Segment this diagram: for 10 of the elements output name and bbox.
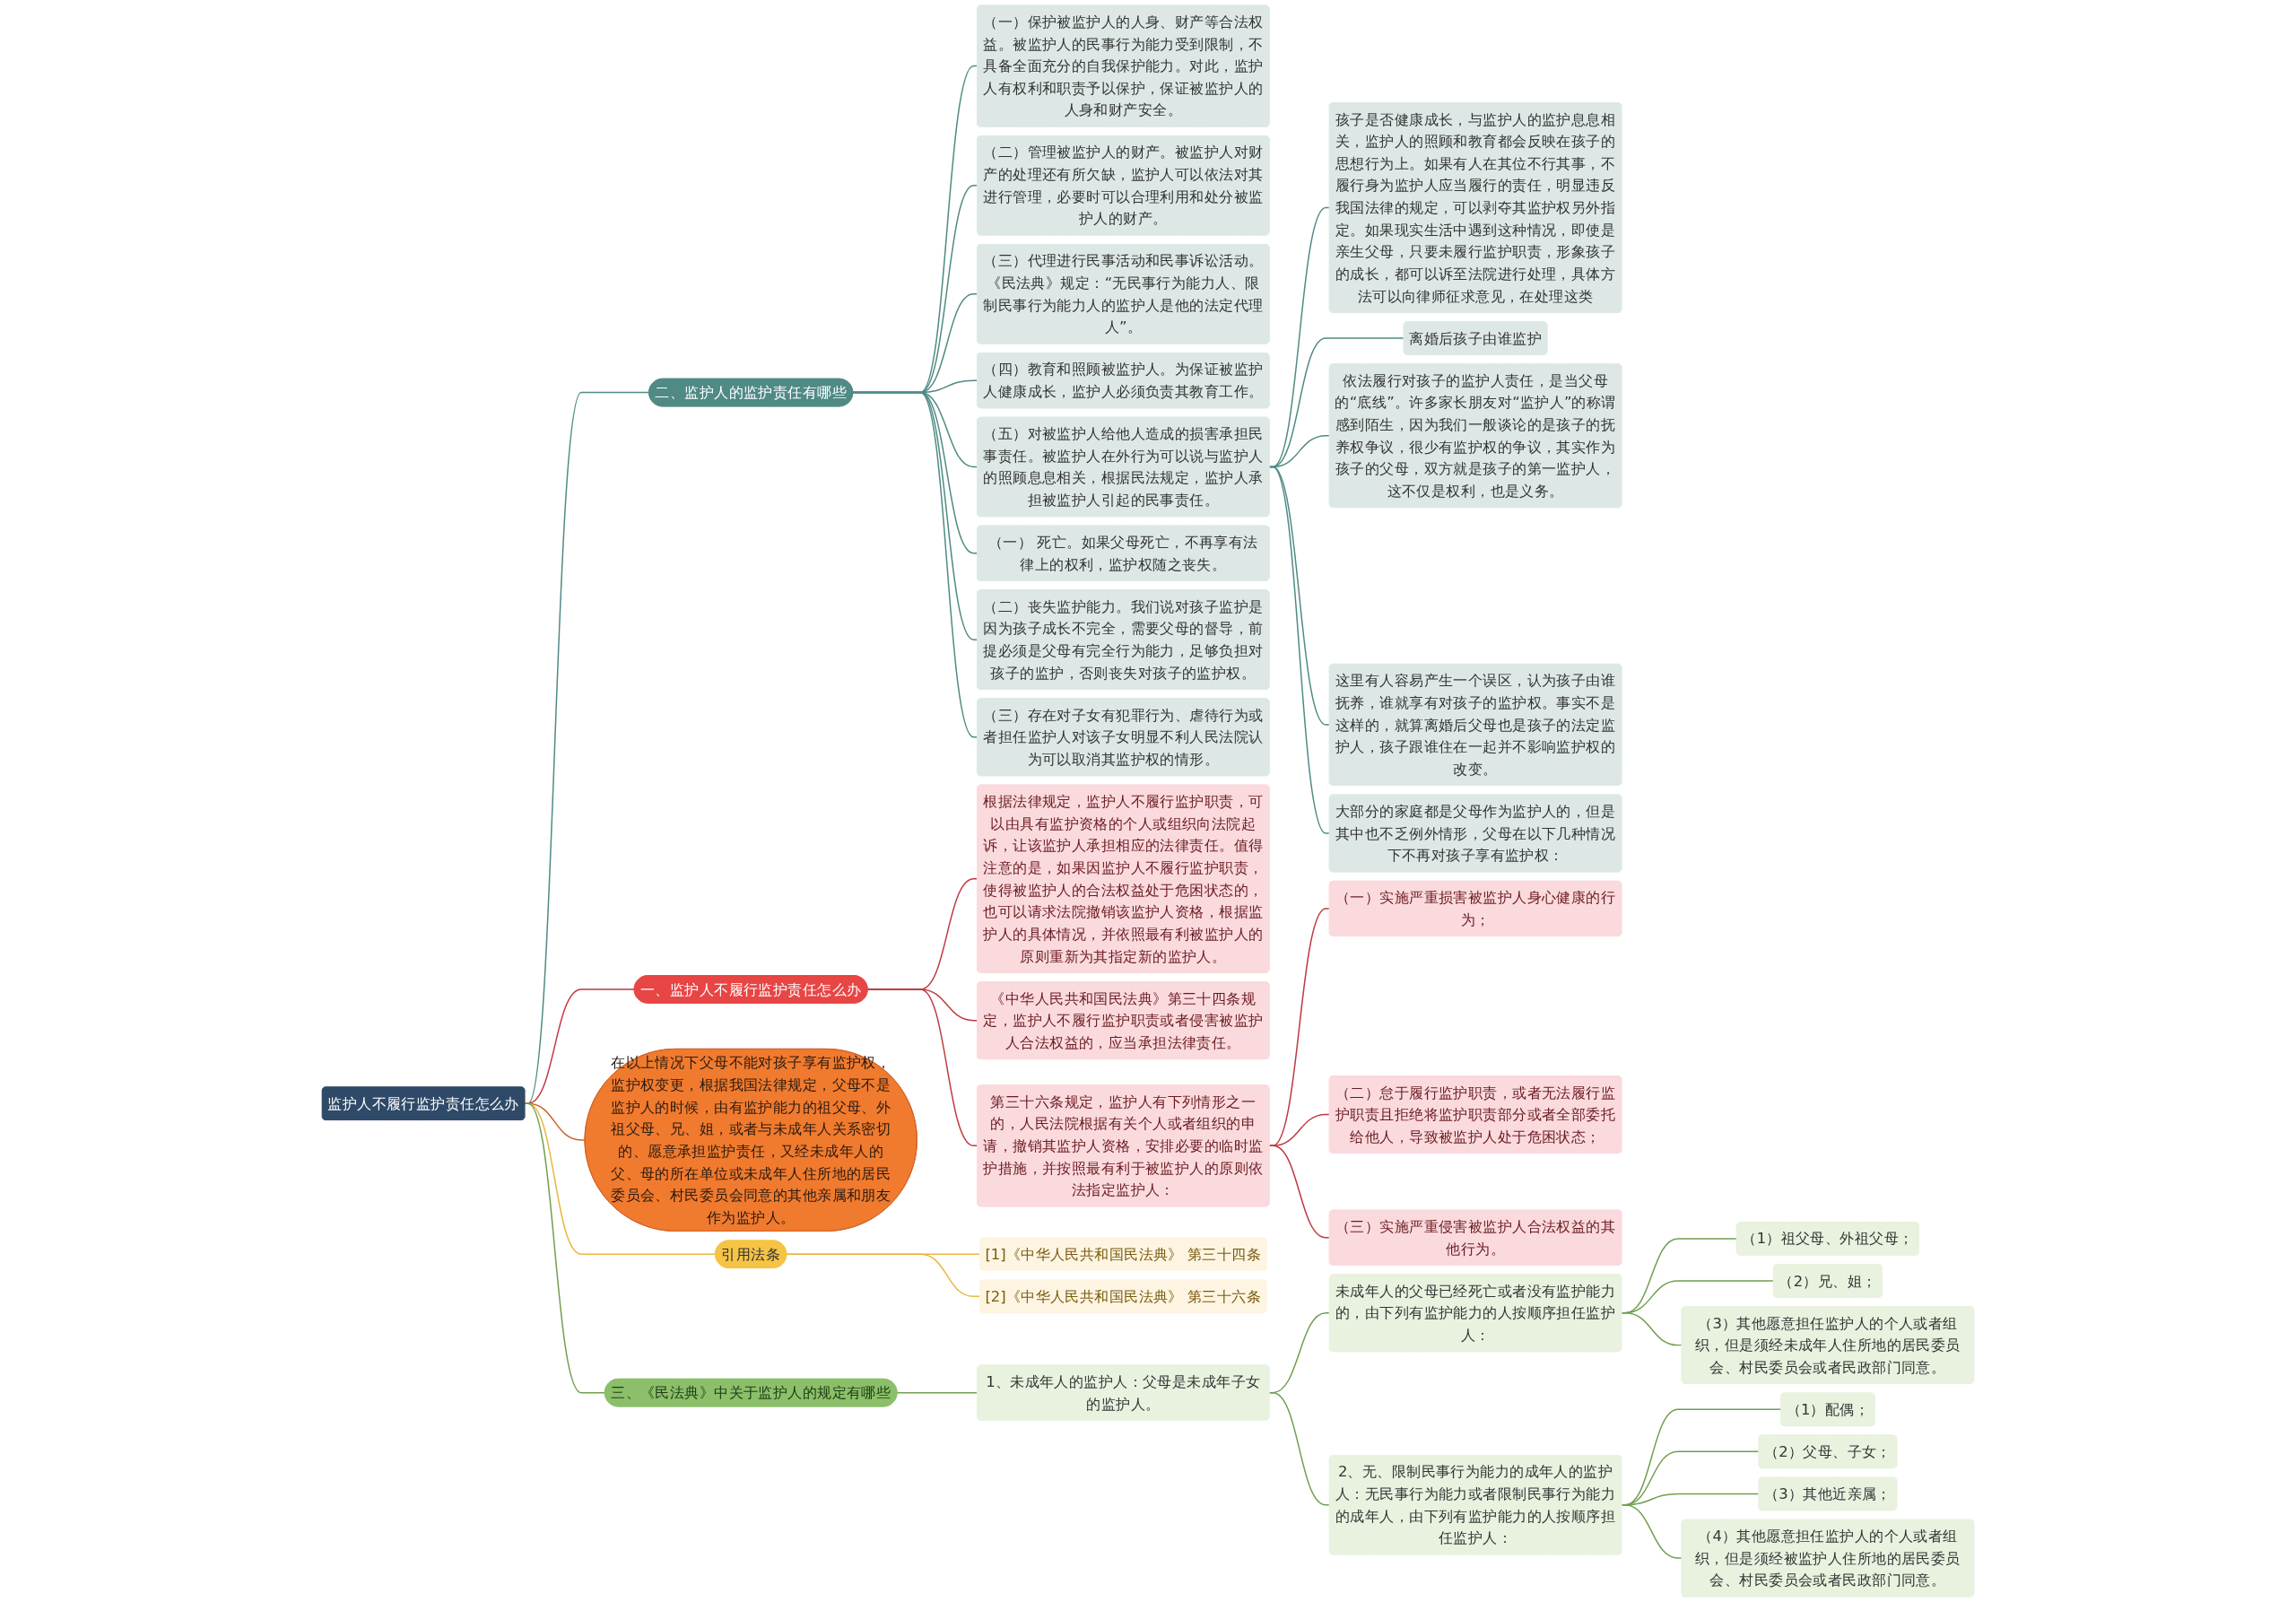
connector (1621, 1312, 1683, 1346)
connector (786, 1253, 981, 1298)
connector (1268, 1391, 1331, 1506)
connector (852, 391, 978, 738)
connector (866, 988, 978, 1147)
connector (1621, 1503, 1683, 1559)
connector (524, 1102, 606, 1394)
connector (1268, 1145, 1331, 1239)
connector (896, 1391, 978, 1394)
connector (1268, 466, 1331, 834)
